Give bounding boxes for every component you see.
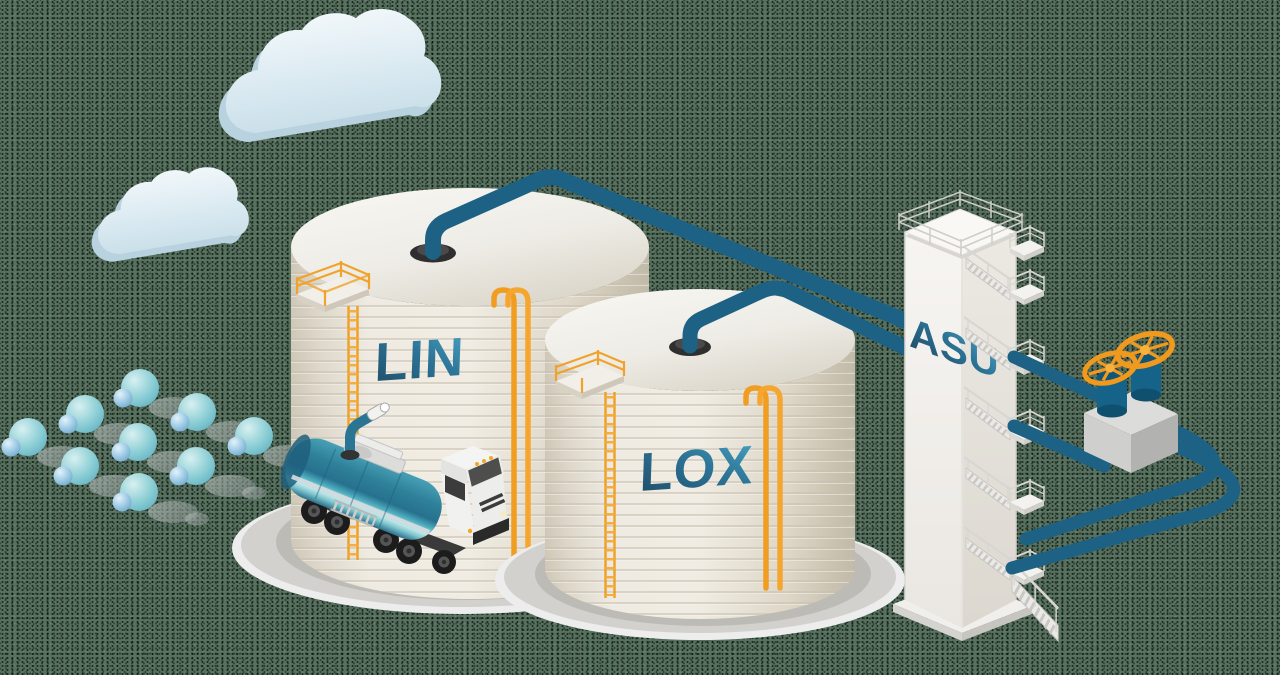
cloud-large <box>218 9 442 142</box>
lin-relief-pipes <box>491 287 531 559</box>
asu-left-face <box>905 232 962 628</box>
truck-bumper <box>473 518 509 545</box>
pipe-asu-to-valves-lower <box>1007 419 1111 473</box>
truck-side-window <box>445 475 465 501</box>
lox-platform <box>554 350 626 399</box>
air-molecules <box>1 369 324 526</box>
truck-tank <box>280 433 442 540</box>
cloud-small <box>91 167 249 262</box>
lin-platform <box>295 261 371 312</box>
valve-handwheel-right <box>1115 330 1175 370</box>
lin-platform-railing <box>295 261 371 306</box>
asu-roof <box>898 190 1025 259</box>
pipe-lin-to-asu <box>425 169 926 334</box>
truck-loading-arm <box>340 402 390 460</box>
truck-hatch-platform <box>343 433 406 474</box>
lox-relief-pipes <box>743 385 783 591</box>
process-piping-left <box>425 169 926 362</box>
molecule <box>169 447 266 500</box>
lox-ladder <box>604 392 616 598</box>
pipe-asu-to-valves-upper <box>1007 350 1105 403</box>
pipe-lox-to-asu <box>682 280 926 362</box>
lox-storage-tank: LOX <box>495 289 905 640</box>
valve-body-right <box>1131 354 1161 402</box>
asu-roof-railing <box>898 190 1025 256</box>
molecule <box>112 473 209 526</box>
truck-headlight <box>499 510 508 518</box>
lox-platform-railing <box>554 350 626 393</box>
valve-manifold <box>1082 330 1178 473</box>
lin-tank-label: LIN <box>374 327 466 393</box>
lin-tank-roof <box>291 188 649 306</box>
asu-cold-box: ASU <box>893 190 1058 641</box>
valve-box-right <box>1131 414 1178 473</box>
valve-box-left <box>1084 413 1131 473</box>
truck-side-ladder <box>330 499 378 528</box>
asu-right-face <box>962 232 1016 628</box>
lox-tank-label: LOX <box>639 435 755 503</box>
truck-cab <box>441 446 509 545</box>
pipe-return-outer <box>1005 427 1241 575</box>
tanker-truck <box>280 402 509 574</box>
